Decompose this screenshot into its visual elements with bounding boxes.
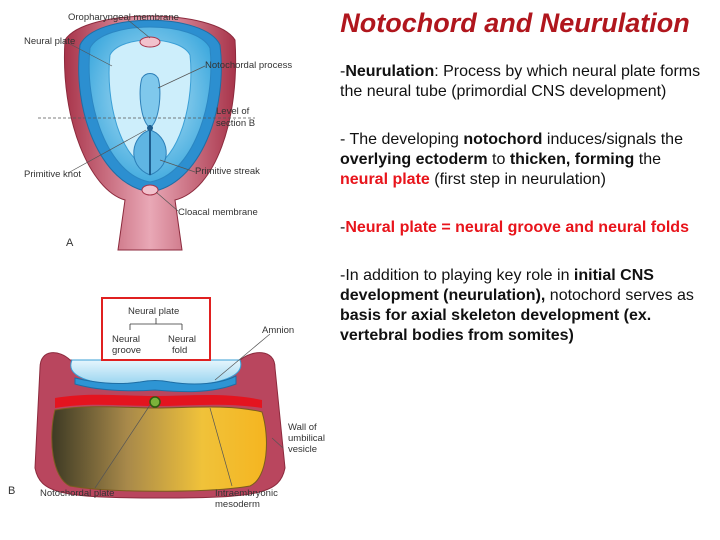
label-neural-groove-1: Neural (112, 334, 140, 345)
p2-t4: the (634, 151, 661, 168)
label-wall-2: umbilical (288, 433, 325, 444)
p2-b1: notochord (463, 131, 543, 148)
paragraph-neural-plate: -Neural plate = neural groove and neural… (340, 218, 712, 238)
p2-r1: neural plate (340, 171, 430, 188)
slide-body: -Neurulation: Process by which neural pl… (340, 62, 712, 374)
paragraph-notochord: - The developing notochord induces/signa… (340, 130, 712, 190)
p2-t3: to (487, 151, 510, 168)
label-neural-plate-b: Neural plate (128, 306, 179, 317)
p2-t1: - The developing (340, 131, 464, 148)
label-primitive-knot: Primitive knot (24, 169, 81, 180)
p4-t2: notochord serves as (545, 287, 694, 304)
figure-b-letter: B (8, 485, 15, 497)
label-wall-1: Wall of (288, 422, 317, 433)
label-neural-plate-a: Neural plate (24, 36, 75, 47)
label-neural-fold-1: Neural (168, 334, 196, 345)
p2-t5: (first step in neurulation) (429, 171, 606, 188)
label-level-line1: Level of (216, 106, 250, 117)
p1-term: Neurulation (345, 63, 435, 80)
slide-title: Notochord and Neurulation (340, 8, 690, 38)
label-cloacal-membrane: Cloacal membrane (178, 207, 258, 218)
p4-t1: -In addition to playing key role in (340, 267, 574, 284)
p1-dash: - (340, 63, 346, 80)
label-neural-groove-2: groove (112, 345, 141, 356)
p2-t2: induces/signals the (542, 131, 683, 148)
label-intraembryonic-1: Intraembryonic (215, 488, 278, 499)
p2-b3: thicken, forming (509, 151, 635, 168)
label-intraembryonic-2: mesoderm (215, 499, 260, 510)
label-notochordal-plate: Notochordal plate (40, 488, 114, 499)
p1-colon: : (434, 63, 439, 80)
p4-b1: initial CNS development (neurulation), (340, 267, 654, 304)
label-level-line2: section B (216, 118, 255, 129)
label-primitive-streak: Primitive streak (195, 166, 260, 177)
label-oropharyngeal-membrane: Oropharyngeal membrane (68, 12, 179, 23)
figure-a-embryo-diagram: Oropharyngeal membrane Neural plate Noto… (24, 12, 292, 251)
label-amnion: Amnion (262, 325, 294, 336)
p4-b2: basis for axial skeleton development (ex… (340, 307, 652, 344)
label-wall-3: vesicle (288, 444, 317, 455)
p1-text: Process by which neural plate forms the … (340, 63, 701, 100)
label-neural-fold-2: fold (172, 345, 187, 356)
paragraph-axial-skeleton: -In addition to playing key role in init… (340, 266, 712, 346)
figure-a-letter: A (66, 237, 74, 249)
p2-b2: overlying ectoderm (340, 151, 488, 168)
p3-dash: - (340, 219, 346, 236)
figure-b-cross-section-diagram: Neural plate Neural groove Neural fold A… (8, 297, 325, 510)
label-notochordal-process: Notochordal process (205, 60, 292, 71)
paragraph-neurulation: -Neurulation: Process by which neural pl… (340, 62, 712, 102)
p3-red: Neural plate = neural groove and neural … (345, 219, 689, 236)
